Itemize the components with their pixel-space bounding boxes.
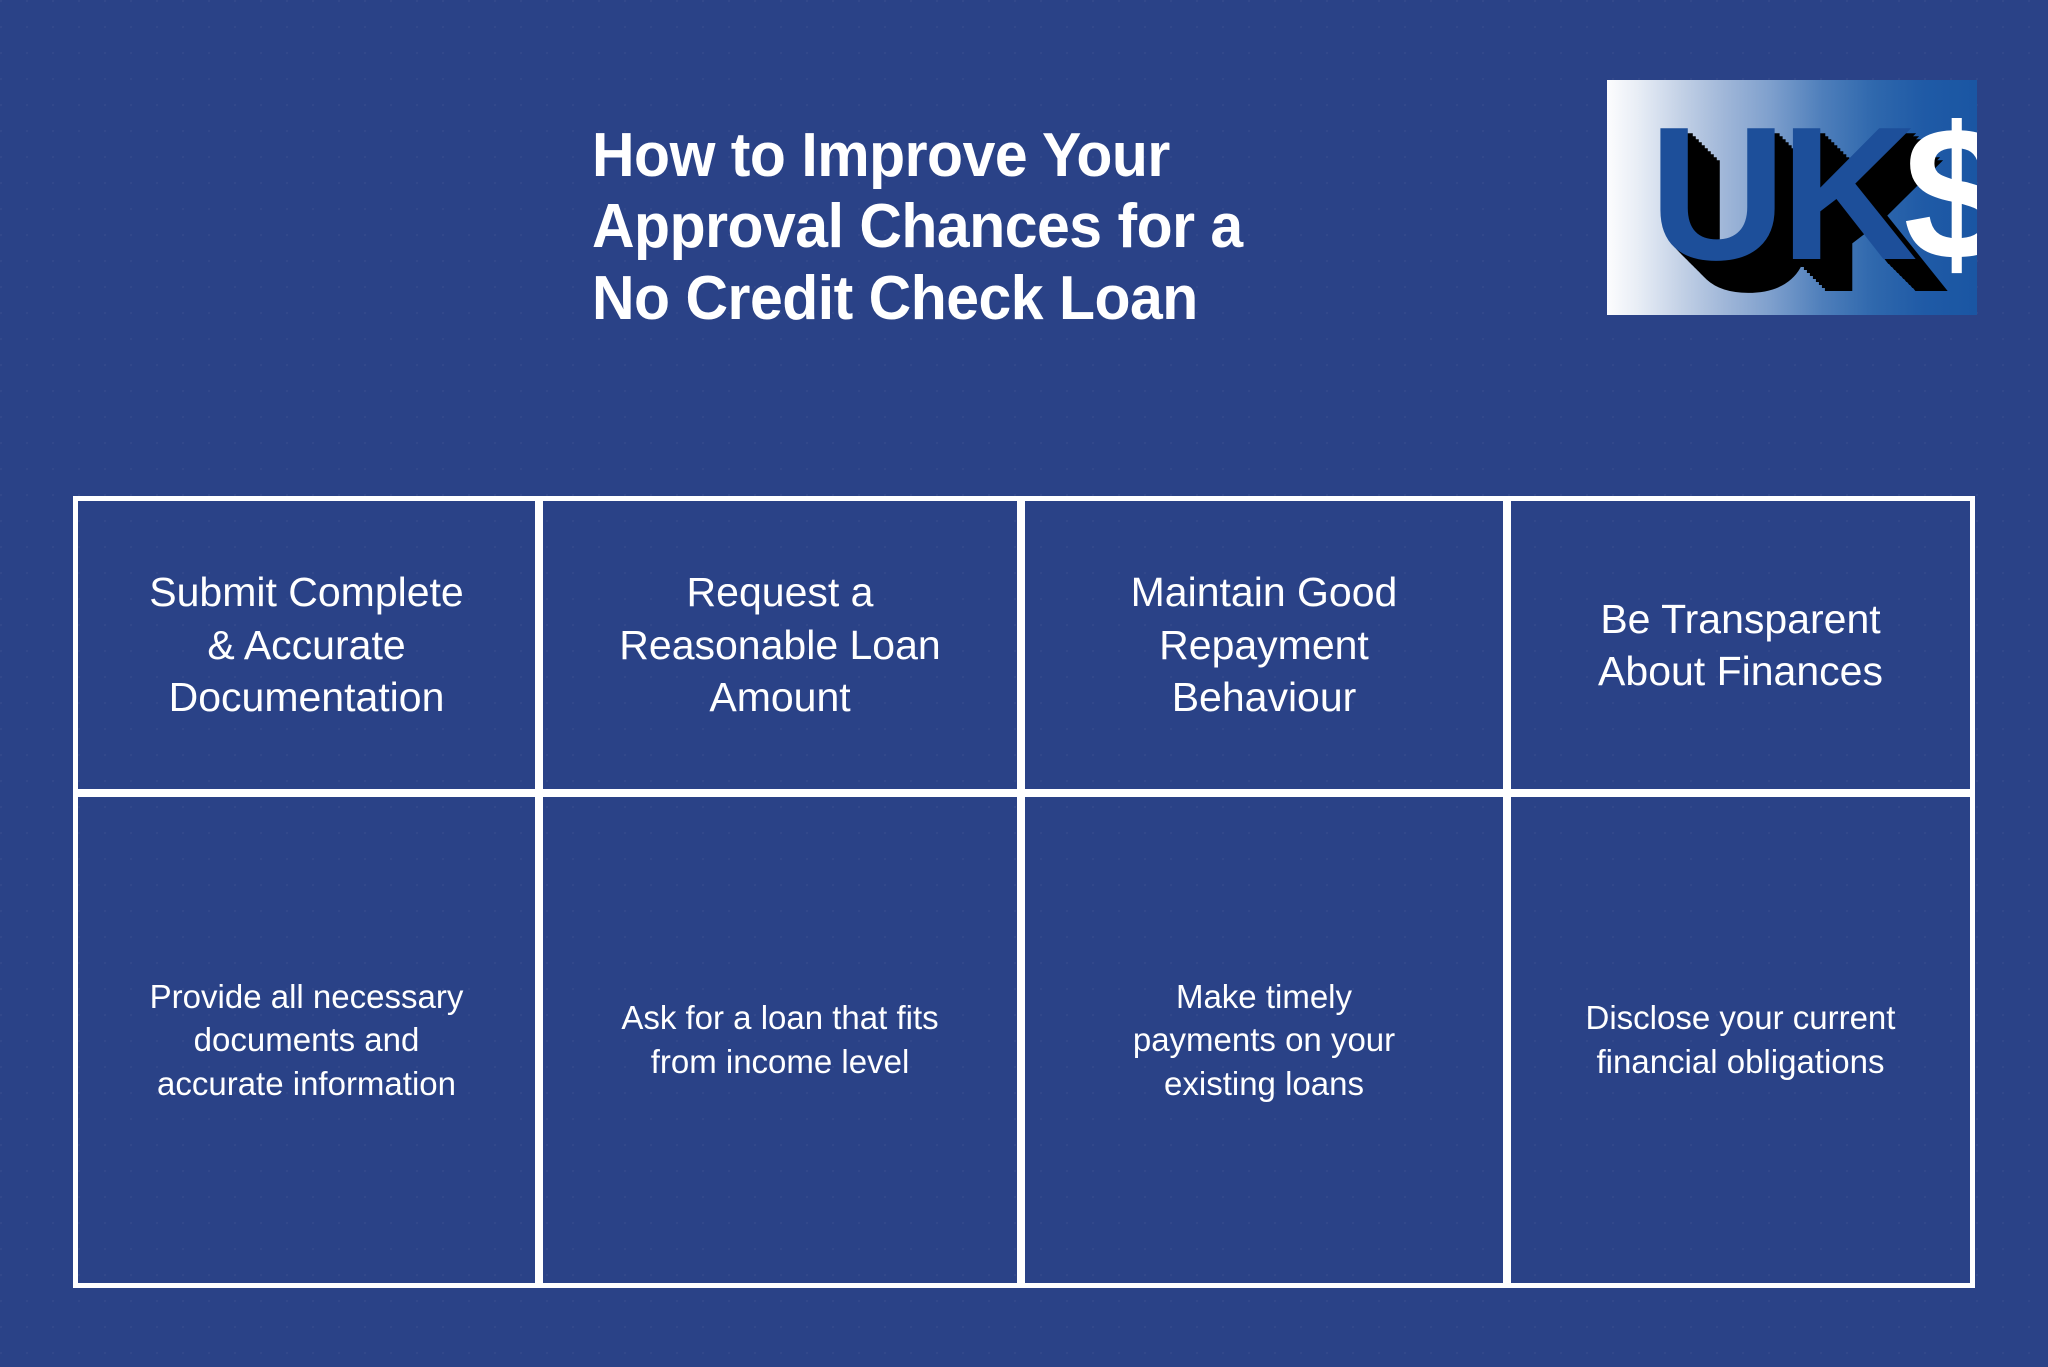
body-text-1: Provide all necessary documents and accu…	[149, 977, 464, 1102]
heading-text-3: Maintain Good Repayment Behaviour	[1130, 569, 1398, 721]
header-region: How to Improve Your Approval Chances for…	[0, 0, 2048, 420]
table-cell-body-4: Disclose your current financial obligati…	[1511, 797, 1970, 1283]
table-cell-body-3: Make timely payments on your existing lo…	[1025, 797, 1511, 1283]
heading-text-4: Be Transparent About Finances	[1598, 595, 1883, 694]
table-row-headings: Submit Complete & Accurate Documentation…	[78, 501, 1970, 789]
table-row-descriptions: Provide all necessary documents and accu…	[78, 789, 1970, 1283]
logo-wordmark: UK$	[1649, 88, 1977, 300]
tips-table: Submit Complete & Accurate Documentation…	[73, 496, 1975, 1288]
logo-letters-uk: UK	[1649, 88, 1917, 300]
body-text-3: Make timely payments on your existing lo…	[1132, 977, 1396, 1102]
page-title: How to Improve Your Approval Chances for…	[592, 120, 1243, 334]
body-text-4: Disclose your current financial obligati…	[1585, 999, 1896, 1080]
dollar-sign-icon: $	[1903, 88, 1977, 300]
table-cell-body-2: Ask for a loan that fits from income lev…	[543, 797, 1025, 1283]
table-cell-body-1: Provide all necessary documents and accu…	[78, 797, 543, 1283]
table-cell-heading-2: Request a Reasonable Loan Amount	[543, 501, 1025, 789]
heading-text-1: Submit Complete & Accurate Documentation	[149, 569, 464, 721]
heading-text-2: Request a Reasonable Loan Amount	[619, 569, 941, 721]
table-cell-heading-3: Maintain Good Repayment Behaviour	[1025, 501, 1511, 789]
body-text-2: Ask for a loan that fits from income lev…	[621, 999, 939, 1080]
uk-dollar-logo: UK$	[1607, 80, 1977, 315]
table-cell-heading-4: Be Transparent About Finances	[1511, 501, 1970, 789]
table-cell-heading-1: Submit Complete & Accurate Documentation	[78, 501, 543, 789]
